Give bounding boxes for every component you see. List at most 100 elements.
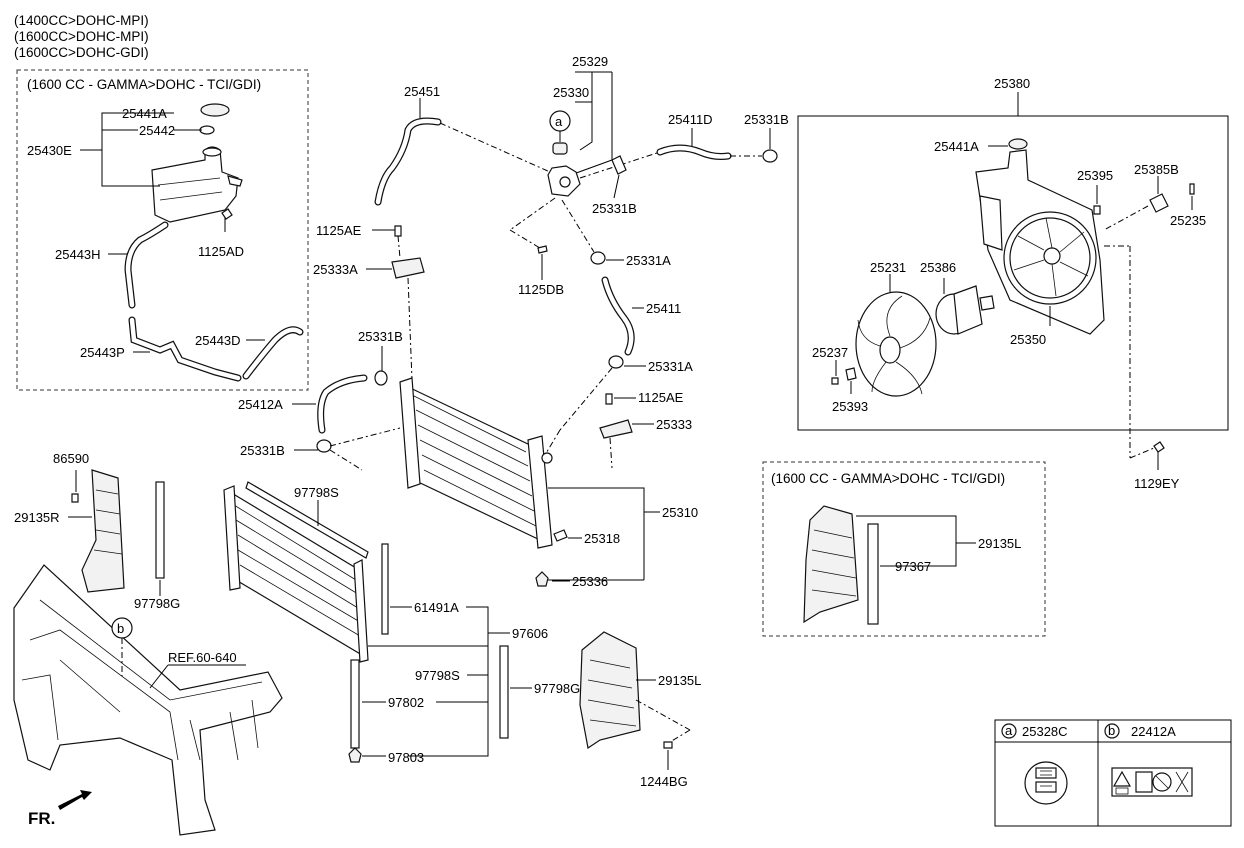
reservoir-box-title: (1600 CC - GAMMA>DOHC - TCI/GDI)	[27, 77, 261, 92]
nut-icon	[831, 377, 839, 385]
bolt-icon	[663, 741, 673, 749]
label-97367: 97367	[895, 559, 931, 574]
label-25331B-mid: 25331B	[592, 201, 637, 216]
parts-legend-table: a 25328C b 22412A	[994, 719, 1232, 827]
label-97802: 97802	[388, 695, 424, 710]
label-25395: 25395	[1077, 168, 1113, 183]
seal-strip-icon	[867, 523, 879, 625]
engine-variant-3: (1600CC>DOHC-GDI)	[14, 45, 149, 60]
hose-d-icon	[243, 327, 303, 379]
label-25333A: 25333A	[313, 262, 358, 277]
lower-hose-icon	[602, 277, 634, 355]
cap-icon	[348, 747, 362, 763]
label-1244BG: 1244BG	[640, 774, 688, 789]
ref-label: REF.60-640	[168, 650, 237, 665]
legend-a-letter: a	[1005, 723, 1013, 738]
label-1125AE-top: 1125AE	[316, 223, 362, 238]
air-guard-left-icon	[579, 631, 641, 750]
label-97798G-left: 97798G	[134, 596, 180, 611]
reservoir-tci-box	[16, 69, 309, 391]
radiator-icon	[399, 377, 553, 549]
label-25451: 25451	[404, 84, 440, 99]
seal-strip-icon	[155, 481, 165, 579]
front-direction-label: FR.	[28, 809, 55, 828]
label-25235: 25235	[1170, 213, 1206, 228]
fan-motor-icon	[935, 285, 995, 335]
clamp-icon	[608, 355, 624, 369]
label-25331B-top: 25331B	[744, 112, 789, 127]
condenser-icon	[223, 485, 369, 663]
bolt-icon	[1153, 441, 1165, 453]
upper-hose-icon	[657, 145, 731, 159]
label-25441A: 25441A	[122, 106, 167, 121]
label-25443D: 25443D	[195, 333, 241, 348]
reservoir-cap-icon	[200, 103, 230, 117]
label-25231: 25231	[870, 260, 906, 275]
engine-variant-2: (1600CC>DOHC-MPI)	[14, 29, 149, 44]
washer-icon	[845, 367, 857, 381]
label-25330: 25330	[553, 85, 589, 100]
label-97798S-2: 97798S	[415, 668, 460, 683]
bolt-icon	[537, 245, 548, 254]
label-25333: 25333	[656, 417, 692, 432]
overflow-pipe-icon	[129, 317, 241, 381]
clamp-icon	[611, 155, 627, 175]
resistor-icon	[1149, 193, 1169, 213]
bolt-icon	[605, 393, 613, 405]
seal-strip-icon	[381, 543, 389, 635]
label-97798S: 97798S	[294, 485, 339, 500]
label-25331B-left: 25331B	[358, 329, 403, 344]
bypass-hose-icon	[375, 118, 441, 205]
front-arrow-icon	[58, 790, 92, 810]
label-25385B: 25385B	[1134, 162, 1179, 177]
callout-a: a	[555, 114, 563, 129]
bolt-icon	[394, 225, 402, 237]
radiator-hose-icon	[318, 375, 367, 433]
label-25331A-top: 25331A	[626, 253, 671, 268]
label-25331B-low: 25331B	[240, 443, 285, 458]
label-25331A-low: 25331A	[648, 359, 693, 374]
overflow-hose-icon	[125, 222, 168, 308]
fan-shroud-icon	[975, 149, 1105, 335]
clamp-icon	[374, 370, 388, 386]
label-25329: 25329	[572, 54, 608, 69]
label-25412A: 25412A	[238, 397, 283, 412]
screw-icon	[1189, 183, 1195, 195]
legend-b-part: 22412A	[1131, 724, 1176, 739]
label-25411: 25411	[646, 301, 681, 316]
label-25393: 25393	[832, 399, 868, 414]
air-guard-box-title: (1600 CC - GAMMA>DOHC - TCI/GDI)	[771, 471, 1005, 486]
drain-plug-icon	[553, 529, 568, 542]
label-1129EY: 1129EY	[1134, 476, 1180, 491]
label-1125AE-low: 1125AE	[638, 390, 684, 405]
seal-strip-icon	[499, 645, 509, 739]
label-86590: 86590	[53, 451, 89, 466]
air-guard-tci-box	[762, 461, 1046, 637]
label-25336: 25336	[572, 574, 608, 589]
label-25310: 25310	[662, 505, 698, 520]
legend-b-letter: b	[1108, 723, 1115, 738]
label-97798G-right: 97798G	[534, 681, 580, 696]
engine-variant-1: (1400CC>DOHC-MPI)	[14, 13, 149, 28]
label-97803: 97803	[388, 750, 424, 765]
bracket-icon	[599, 419, 633, 439]
seal-strip-icon	[245, 481, 369, 559]
bolt-icon	[71, 493, 79, 503]
label-25430E: 25430E	[27, 143, 72, 158]
label-1125AD: 1125AD	[198, 244, 244, 259]
bracket-icon	[391, 257, 425, 279]
label-25386: 25386	[920, 260, 956, 275]
callout-b: b	[117, 621, 124, 636]
label-25411D: 25411D	[668, 112, 713, 127]
clamp-icon	[316, 439, 332, 453]
cap-gasket-icon	[199, 125, 215, 135]
fan-assembly-box	[797, 115, 1229, 431]
label-25350: 25350	[1010, 332, 1046, 347]
label-29135L-tci: 29135L	[978, 536, 1021, 551]
label-29135L-center: 29135L	[658, 673, 701, 688]
receiver-drier-icon	[350, 659, 360, 749]
air-guard-tci-icon	[803, 505, 859, 624]
front-end-module-carrier-icon	[13, 564, 283, 836]
clamp-icon	[590, 251, 606, 265]
